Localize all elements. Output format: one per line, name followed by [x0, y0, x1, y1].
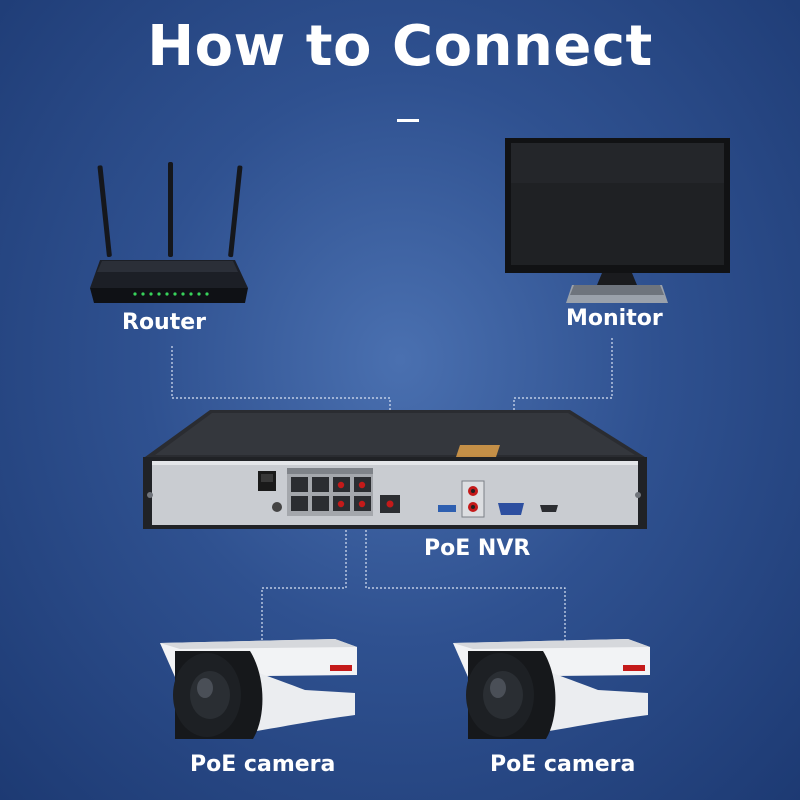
nvr-to-camera-right-line [365, 518, 566, 642]
router-label: Router [122, 310, 207, 335]
nvr-image [143, 410, 647, 529]
title-dash [397, 119, 419, 122]
camera-left-image [160, 639, 357, 739]
nvr-to-camera-left-line [261, 518, 347, 642]
page-title: How to Connect [147, 14, 653, 79]
monitor-image [505, 138, 730, 303]
monitor-label: Monitor [566, 306, 663, 331]
nvr-label: PoE NVR [424, 536, 531, 561]
camera-right-image [453, 639, 650, 739]
camera-right-label: PoE camera [490, 752, 636, 777]
camera-left-label: PoE camera [190, 752, 336, 777]
router-image [90, 162, 248, 303]
monitor-to-nvr-line [513, 338, 613, 505]
